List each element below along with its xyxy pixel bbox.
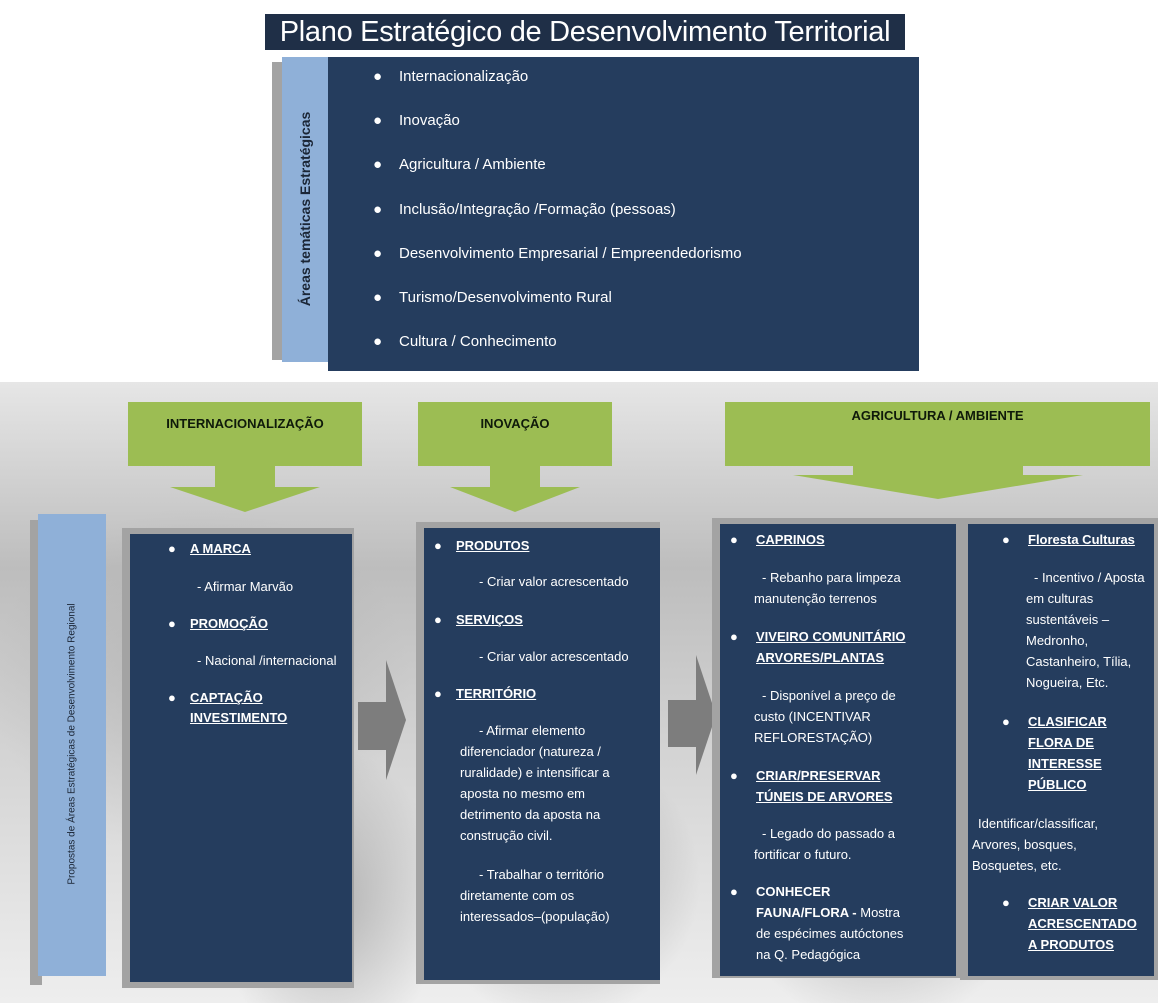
panel-ambiente: ● Floresta Culturas - Incentivo / Aposta…: [968, 524, 1154, 976]
bullet-icon: ●: [730, 532, 738, 547]
down-arrow-icon: [170, 465, 320, 512]
item-text: detrimento da aposta na: [460, 807, 601, 822]
item-text: Castanheiro, Tília,: [1026, 654, 1132, 669]
bullet-icon: ●: [168, 616, 176, 631]
item-heading: ACRESCENTADO: [1028, 916, 1137, 931]
item-heading: TERRITÓRIO: [456, 686, 537, 701]
item-heading: CLASIFICAR: [1028, 714, 1107, 729]
diagram-title: Plano Estratégico de Desenvolvimento Ter…: [265, 14, 905, 50]
item-heading: PROMOÇÃO: [190, 616, 268, 631]
item-text: REFLORESTAÇÃO): [754, 730, 873, 745]
item-heading: INVESTIMENTO: [190, 710, 288, 725]
item-heading: VIVEIRO COMUNITÁRIO: [756, 629, 906, 644]
item-text: - Criar valor acrescentado: [479, 574, 629, 589]
right-arrow-icon: [358, 660, 406, 780]
down-arrow-icon: [793, 465, 1083, 499]
item-text: - Legado do passado a: [762, 826, 895, 841]
right-arrow-icon: [668, 655, 716, 775]
item-text: aposta no mesmo em: [460, 786, 586, 801]
bullet-icon: ●: [730, 768, 738, 783]
item-text: custo (INCENTIVAR: [754, 709, 871, 724]
header-label: INOVAÇÃO: [480, 416, 550, 431]
item-heading: PRODUTOS: [456, 538, 530, 553]
bullet-icon: ●: [168, 541, 176, 556]
item-text: sustentáveis –: [1026, 612, 1110, 627]
thematic-item: ●Turismo/Desenvolvimento Rural: [373, 289, 612, 306]
item-text: manutenção terrenos: [754, 591, 877, 606]
item-heading: A PRODUTOS: [1028, 937, 1114, 952]
item-text: - Rebanho para limpeza: [762, 570, 901, 585]
item-text: - Afirmar elemento: [479, 723, 586, 738]
bottom-side-label: Propostas de Áreas Estratégicas de Desen…: [66, 603, 78, 885]
thematic-item: ●Inovação: [373, 112, 460, 129]
bullet-icon: ●: [1002, 714, 1010, 729]
item-text: interessados–(população): [460, 909, 610, 924]
bullet-icon: ●: [730, 629, 738, 644]
item-text: diretamente com os: [460, 888, 575, 903]
item-text: - Afirmar Marvão: [197, 579, 294, 594]
header-label: AGRICULTURA / AMBIENTE: [851, 408, 1024, 423]
header-inovacao: INOVAÇÃO: [418, 402, 612, 466]
top-shadow: [272, 62, 284, 360]
down-arrow-icon: [450, 465, 580, 512]
thematic-item: ●Internacionalização: [373, 68, 529, 85]
item-text: Mostra: [856, 905, 900, 920]
header-label: INTERNACIONALIZAÇÃO: [166, 416, 324, 431]
item-heading: A MARCA: [190, 541, 251, 556]
item-heading: SERVIÇOS: [456, 612, 523, 627]
top-side-bar: Áreas temáticas Estratégicas: [282, 57, 328, 362]
item-heading: CONHECER: [756, 884, 831, 899]
item-text: Nogueira, Etc.: [1026, 675, 1109, 690]
item-heading: FLORA DE: [1028, 735, 1094, 750]
thematic-item: ●Cultura / Conhecimento: [373, 333, 557, 350]
item-text: fortificar o futuro.: [754, 847, 852, 862]
bullet-icon: ●: [1002, 895, 1010, 910]
thematic-item: ●Inclusão/Integração /Formação (pessoas): [373, 201, 676, 218]
header-internacionalizacao: INTERNACIONALIZAÇÃO: [128, 402, 362, 466]
panel-agricultura: ● CAPRINOS - Rebanho para limpeza manute…: [720, 524, 956, 976]
item-text: Bosquetes, etc.: [972, 858, 1062, 873]
bullet-icon: ●: [730, 884, 738, 899]
item-text: Identificar/classificar,: [978, 816, 1098, 831]
item-heading: CRIAR VALOR: [1028, 895, 1118, 910]
bullet-icon: ●: [1002, 532, 1010, 547]
bullet-icon: ●: [434, 612, 442, 627]
item-text: - Nacional /internacional: [197, 653, 337, 668]
item-heading: FAUNA/FLORA -: [756, 905, 857, 920]
item-text: de espécimes autóctones: [756, 926, 904, 941]
bullet-icon: ●: [434, 538, 442, 553]
item-text: ruralidade) e intensificar a: [460, 765, 610, 780]
item-heading: CRIAR/PRESERVAR: [756, 768, 881, 783]
item-heading: TÚNEIS DE ARVORES: [756, 789, 893, 804]
item-text: Arvores, bosques,: [972, 837, 1077, 852]
item-heading: Floresta Culturas: [1028, 532, 1135, 547]
item-heading: CAPTAÇÃO: [190, 690, 263, 705]
header-agricultura-ambiente: AGRICULTURA / AMBIENTE: [725, 402, 1150, 466]
bottom-side-bar: Propostas de Áreas Estratégicas de Desen…: [38, 514, 106, 976]
top-side-label: Áreas temáticas Estratégicas: [297, 111, 313, 307]
item-text: na Q. Pedagógica: [756, 947, 861, 962]
thematic-item: ●Desenvolvimento Empresarial / Empreende…: [373, 245, 742, 262]
bullet-icon: ●: [168, 690, 176, 705]
item-text: - Disponível a preço de: [762, 688, 896, 703]
thematic-areas-box: ●Internacionalização ●Inovação ●Agricult…: [328, 57, 919, 371]
item-heading-line: FAUNA/FLORA - Mostra: [756, 903, 900, 922]
item-text: - Trabalhar o território: [479, 867, 604, 882]
panel-internacionalizacao: ● A MARCA - Afirmar Marvão ● PROMOÇÃO - …: [130, 534, 352, 982]
item-text: Medronho,: [1026, 633, 1089, 648]
item-text: - Incentivo / Aposta: [1034, 570, 1145, 585]
bullet-icon: ●: [434, 686, 442, 701]
item-text: em culturas: [1026, 591, 1094, 606]
item-text: - Criar valor acrescentado: [479, 649, 629, 664]
item-heading: CAPRINOS: [756, 532, 825, 547]
item-heading: PÚBLICO: [1028, 777, 1087, 792]
item-text: diferenciador (natureza /: [460, 744, 601, 759]
thematic-item: ●Agricultura / Ambiente: [373, 156, 546, 173]
item-heading: INTERESSE: [1028, 756, 1102, 771]
panel-inovacao: ● PRODUTOS - Criar valor acrescentado ● …: [424, 528, 660, 980]
item-text: construção civil.: [460, 828, 553, 843]
item-heading: ARVORES/PLANTAS: [756, 650, 885, 665]
